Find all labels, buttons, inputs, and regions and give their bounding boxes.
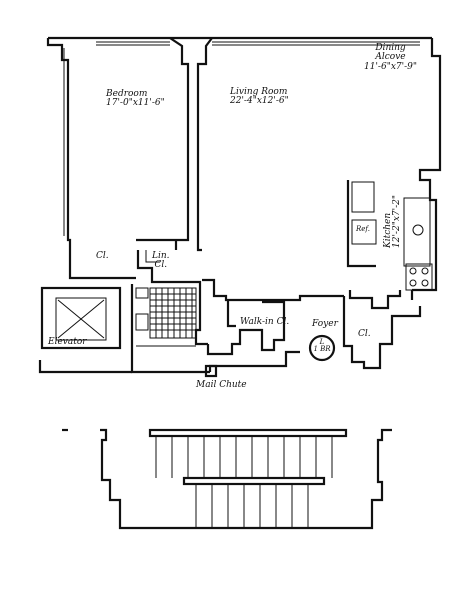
corridor-walls [38, 296, 422, 374]
linen-closet-line1: Lin. [152, 251, 170, 261]
linen-closet-line2: Cl. [154, 260, 168, 271]
tile-grid [149, 287, 197, 339]
foyer-closet-walls [348, 290, 414, 310]
walkin-closet-label: Walk-in Cl. [240, 317, 290, 327]
unit-badge-circle [308, 334, 336, 362]
dining-name-2: Alcove [375, 52, 406, 63]
bedroom-label: Bedroom 17'-0"x11'-6" [106, 89, 165, 109]
bedroom-size: 17'-0"x11'-6" [106, 98, 165, 109]
dining-alcove-label: Dining Alcove 11'-6"x7'-9" [364, 43, 418, 72]
unit-badge: L 1 BR [312, 338, 332, 354]
living-room-label: Living Room 22'-4"x12'-6" [230, 87, 289, 107]
elevator-shaft [40, 286, 122, 350]
linen-closet-walls [136, 240, 182, 284]
elevator-label: Elevator [48, 337, 87, 347]
unit-badge-line1: L [319, 338, 325, 346]
dining-size: 11'-6"x7'-9" [364, 61, 418, 72]
stairwell [62, 428, 392, 530]
bedroom-closet-label: Cl. [96, 251, 109, 261]
refrigerator-label: Ref. [356, 225, 370, 233]
linen-closet-label: Lin. Cl. [152, 251, 170, 271]
unit-badge-line2: 1 BR [313, 345, 331, 354]
mail-chute-box [204, 364, 218, 378]
window-wall [48, 36, 432, 46]
bedroom-walls [46, 37, 190, 280]
kitchen-layout [346, 180, 433, 291]
foyer-label: Foyer [312, 319, 338, 329]
walkin-closet-walls [206, 300, 286, 356]
living-room-size: 22'-4"x12'-6" [230, 96, 289, 107]
mail-chute-label: Mail Chute [196, 380, 247, 390]
living-room-name: Living Room [230, 87, 288, 97]
kitchen-label: Kitchen 12'-2"x7'-2" [383, 194, 403, 248]
living-room-walls [196, 37, 442, 302]
kitchen-size: 12'-2"x7'-2" [392, 194, 403, 248]
foyer-closet-label: Cl. [358, 329, 371, 339]
bathroom [130, 280, 210, 374]
dining-name: Dining [375, 43, 406, 53]
bedroom-name: Bedroom [106, 89, 148, 99]
